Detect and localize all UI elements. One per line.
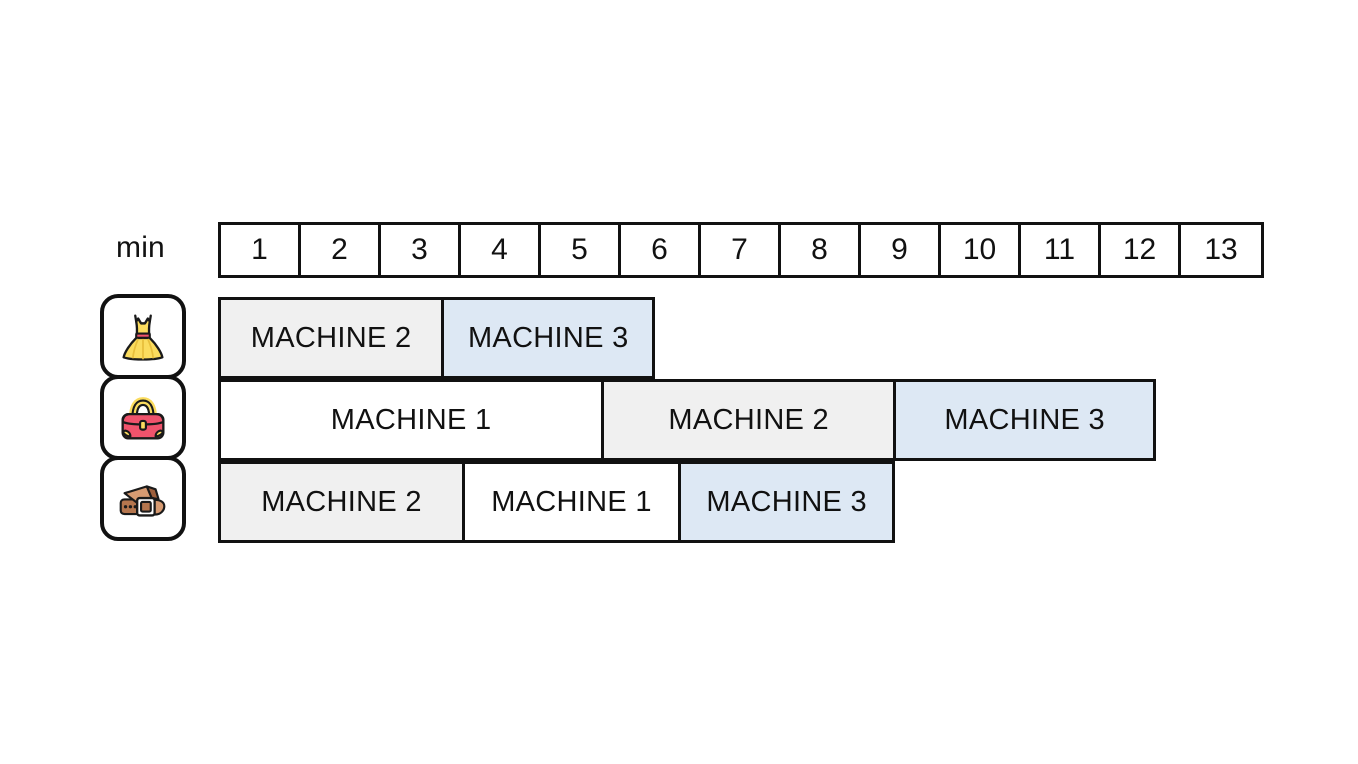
timeline-tick-4: 4 <box>461 225 541 275</box>
job-icon-belt <box>100 456 186 541</box>
timeline-tick-1: 1 <box>221 225 301 275</box>
timeline-tick-7: 7 <box>701 225 781 275</box>
timeline-tick-9: 9 <box>861 225 941 275</box>
dress-icon <box>122 314 164 361</box>
axis-unit-label: min <box>116 231 165 264</box>
task-block-handbag-machine-1[interactable]: MACHINE 1 <box>218 379 605 461</box>
timeline-tick-5: 5 <box>541 225 621 275</box>
timeline-tick-10: 10 <box>941 225 1021 275</box>
task-block-belt-machine-2[interactable]: MACHINE 2 <box>218 461 465 543</box>
timeline-tick-13: 13 <box>1181 225 1261 275</box>
timeline-tick-12: 12 <box>1101 225 1181 275</box>
timeline-tick-8: 8 <box>781 225 861 275</box>
job-icon-column <box>100 294 186 541</box>
task-block-belt-machine-3[interactable]: MACHINE 3 <box>678 461 896 543</box>
timeline-tick-3: 3 <box>381 225 461 275</box>
handbag-icon <box>121 396 165 440</box>
task-block-dress-machine-3[interactable]: MACHINE 3 <box>441 297 656 379</box>
job-icon-dress <box>100 294 186 379</box>
timeline-tick-11: 11 <box>1021 225 1101 275</box>
task-block-handbag-machine-2[interactable]: MACHINE 2 <box>601 379 897 461</box>
task-block-dress-machine-2[interactable]: MACHINE 2 <box>218 297 445 379</box>
job-icon-handbag <box>100 375 186 460</box>
belt-icon <box>119 484 166 517</box>
task-block-belt-machine-1[interactable]: MACHINE 1 <box>462 461 681 543</box>
timeline-tick-2: 2 <box>301 225 381 275</box>
timeline-tick-6: 6 <box>621 225 701 275</box>
task-block-handbag-machine-3[interactable]: MACHINE 3 <box>893 379 1157 461</box>
